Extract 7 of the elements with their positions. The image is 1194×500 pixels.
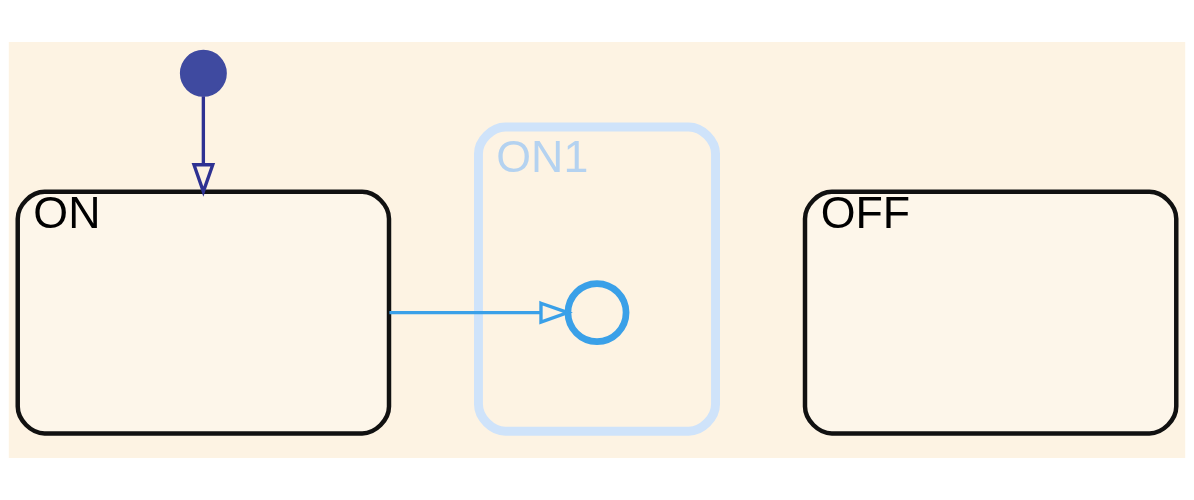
arrow xyxy=(191,96,216,197)
cluster: ON1 xyxy=(474,122,720,436)
node-box: OFF xyxy=(802,189,1179,436)
arrow xyxy=(389,300,573,325)
node-circle xyxy=(564,280,630,346)
node-box: ON xyxy=(15,189,392,436)
node-circle xyxy=(179,49,227,97)
